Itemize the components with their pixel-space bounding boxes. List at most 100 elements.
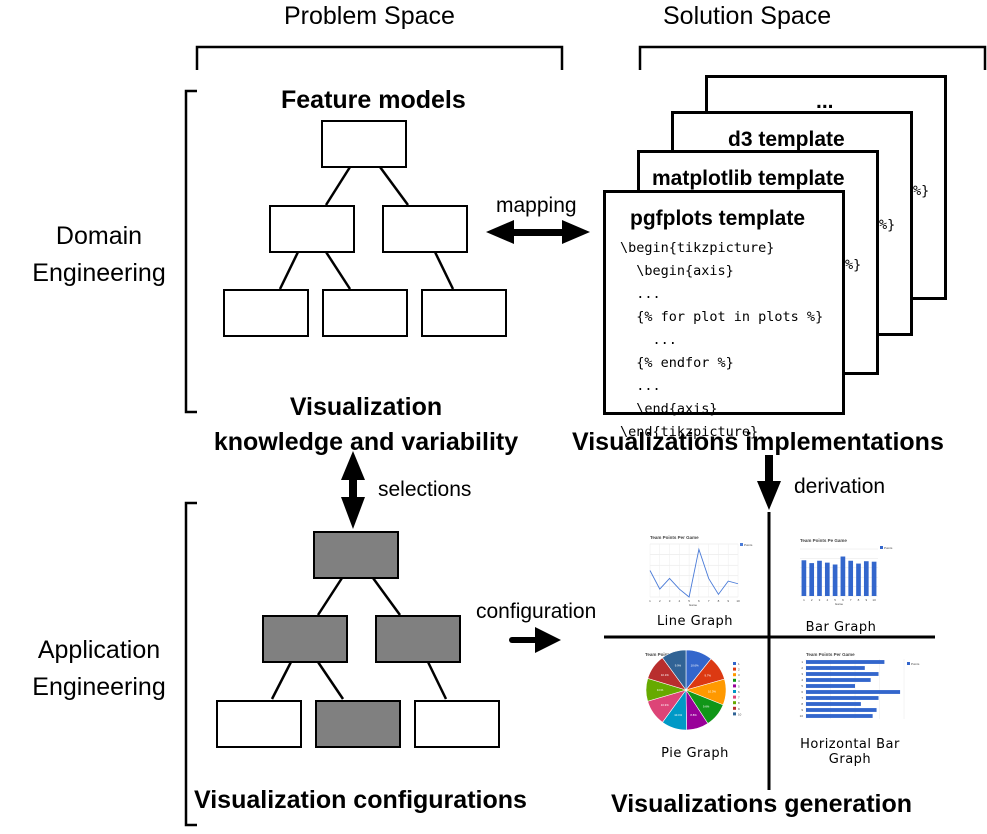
pie-chart-legend-label: 4 — [738, 679, 740, 683]
config-node-right — [375, 615, 461, 663]
template-card-d3-title: d3 template — [728, 128, 845, 151]
pie-graph-label: Pie Graph — [661, 746, 729, 761]
horizontal-bar-graph-label-text: Horizontal Bar Graph — [800, 737, 900, 767]
pgfplots-code: \begin{tikzpicture} \begin{axis} ... {% … — [620, 237, 823, 444]
derivation-arrow-icon — [757, 455, 781, 510]
hbar-chart-y-tick: 7 — [801, 696, 803, 700]
hbar-chart-legend-swatch — [907, 662, 910, 665]
line-chart-title: Team Points Per Game — [650, 535, 699, 540]
code-line: ... — [620, 286, 661, 302]
hbar-chart-title: Team Points Per Game — [806, 652, 855, 657]
application-engineering-bracket — [184, 501, 197, 827]
pie-chart-legend-label: 2 — [738, 668, 740, 672]
application-engineering-line1: Application — [37, 636, 161, 664]
pie-chart-slice-label: 10.3% — [661, 703, 669, 707]
feature-node-leaf-1 — [223, 289, 309, 337]
config-node-leaf-1 — [216, 700, 302, 748]
line-chart-x-tick: 1 — [649, 599, 651, 603]
template-card-matplotlib-title: matplotlib template — [652, 167, 845, 190]
bar-chart-bar — [801, 560, 807, 596]
configuration-edges — [270, 577, 448, 700]
hbar-chart-y-tick: 6 — [801, 690, 803, 694]
mapping-arrow-icon — [486, 220, 590, 244]
bar-chart-x-tick: 3 — [819, 598, 821, 602]
bar-chart-legend-swatch — [880, 546, 883, 549]
derivation-label: derivation — [794, 475, 886, 498]
pie-chart-legend-swatch — [733, 712, 736, 716]
domain-engineering-line2: Engineering — [32, 259, 166, 287]
code-line: \end{tikzpicture} — [620, 424, 759, 440]
configurations-caption: Visualization configurations — [194, 786, 527, 814]
code-line: ... — [620, 378, 661, 394]
pie-chart-slice-label: 8.8% — [690, 713, 697, 717]
bar-chart-bar — [848, 560, 854, 596]
line-chart-x-tick: 2 — [659, 599, 661, 603]
hbar-chart-y-tick: 10 — [800, 714, 804, 718]
bar-chart-bar — [871, 561, 877, 596]
hbar-chart-bar — [806, 672, 879, 676]
pie-chart-slice-label: 9.6% — [703, 704, 710, 708]
hbar-chart-bar — [806, 678, 871, 682]
pie-chart-slice-label: 9.7% — [704, 674, 711, 678]
solution-space-header: Solution Space — [663, 2, 832, 30]
pie-chart-slice-label: 10.6% — [691, 663, 699, 667]
pie-chart-legend-swatch — [733, 695, 736, 699]
bar-graph-label: Bar Graph — [805, 620, 877, 635]
problem-space-bracket — [195, 45, 564, 70]
bar-chart-bar — [817, 560, 822, 596]
config-node-left — [262, 615, 348, 663]
bar-chart-bar — [824, 562, 830, 596]
bar-chart-x-tick: 1 — [803, 598, 805, 602]
template-card-matplotlib-fragment: %} — [845, 257, 862, 273]
hbar-chart-bar — [806, 660, 885, 664]
bar-chart-bar — [832, 564, 838, 596]
code-line: {% for plot in plots %} — [620, 309, 824, 325]
feature-node-leaf-3 — [421, 289, 507, 337]
knowledge-caption-line2: knowledge and variability — [213, 428, 519, 456]
feature-node-leaf-2 — [322, 289, 408, 337]
code-line: \end{axis} — [620, 401, 718, 417]
line-chart-x-tick: 7 — [708, 599, 710, 603]
line-chart-xlabel: Game — [689, 603, 698, 607]
template-card-more-fragment: %} — [913, 183, 930, 199]
pie-chart-legend-label: 3 — [738, 673, 740, 677]
pie-chart-legend-label: 10 — [738, 712, 742, 716]
config-node-leaf-3 — [414, 700, 500, 748]
pie-chart-legend-swatch — [733, 662, 736, 665]
feature-node-root — [321, 120, 407, 168]
pie-chart-slice-label: 10.1% — [661, 673, 669, 677]
selections-label: selections — [378, 478, 472, 501]
generation-caption: Visualizations generation — [611, 790, 913, 818]
pie-chart-legend-label: 1 — [738, 662, 740, 666]
code-line: {% endfor %} — [620, 355, 734, 371]
horizontal-bar-graph-label: Horizontal Bar Graph — [790, 737, 910, 767]
configuration-label: configuration — [476, 600, 597, 623]
feature-node-left — [269, 205, 355, 253]
domain-engineering-bracket — [184, 89, 197, 414]
line-chart-x-tick: 5 — [688, 599, 690, 603]
hbar-chart-y-tick: 2 — [801, 666, 803, 670]
line-chart-x-tick: 6 — [698, 599, 700, 603]
bar-chart-bar — [863, 561, 869, 596]
hbar-chart-bar — [806, 690, 901, 694]
selections-arrow-icon — [341, 451, 365, 529]
line-chart-x-tick: 10 — [736, 599, 740, 603]
template-card-d3-fragment: %} — [879, 217, 896, 233]
bar-chart-xlabel: Game — [835, 602, 844, 606]
template-card-pgfplots: pgfplots template \begin{tikzpicture} \b… — [603, 190, 845, 440]
line-chart-x-tick: 8 — [718, 599, 720, 603]
configuration-arrow-icon — [509, 627, 561, 653]
bar-chart-x-tick: 2 — [811, 598, 813, 602]
code-line: \begin{axis} — [620, 263, 734, 279]
pie-chart-legend-swatch — [733, 701, 736, 705]
hbar-chart-y-tick: 8 — [801, 702, 803, 706]
feature-node-right — [382, 205, 468, 253]
domain-engineering-label: Domain Engineering — [14, 218, 184, 292]
bar-chart-x-tick: 6 — [842, 598, 844, 602]
hbar-chart-y-tick: 4 — [801, 678, 803, 682]
feature-models-title: Feature models — [281, 86, 466, 114]
code-line: ... — [620, 332, 677, 348]
bar-chart-legend-label: Points — [884, 546, 893, 550]
